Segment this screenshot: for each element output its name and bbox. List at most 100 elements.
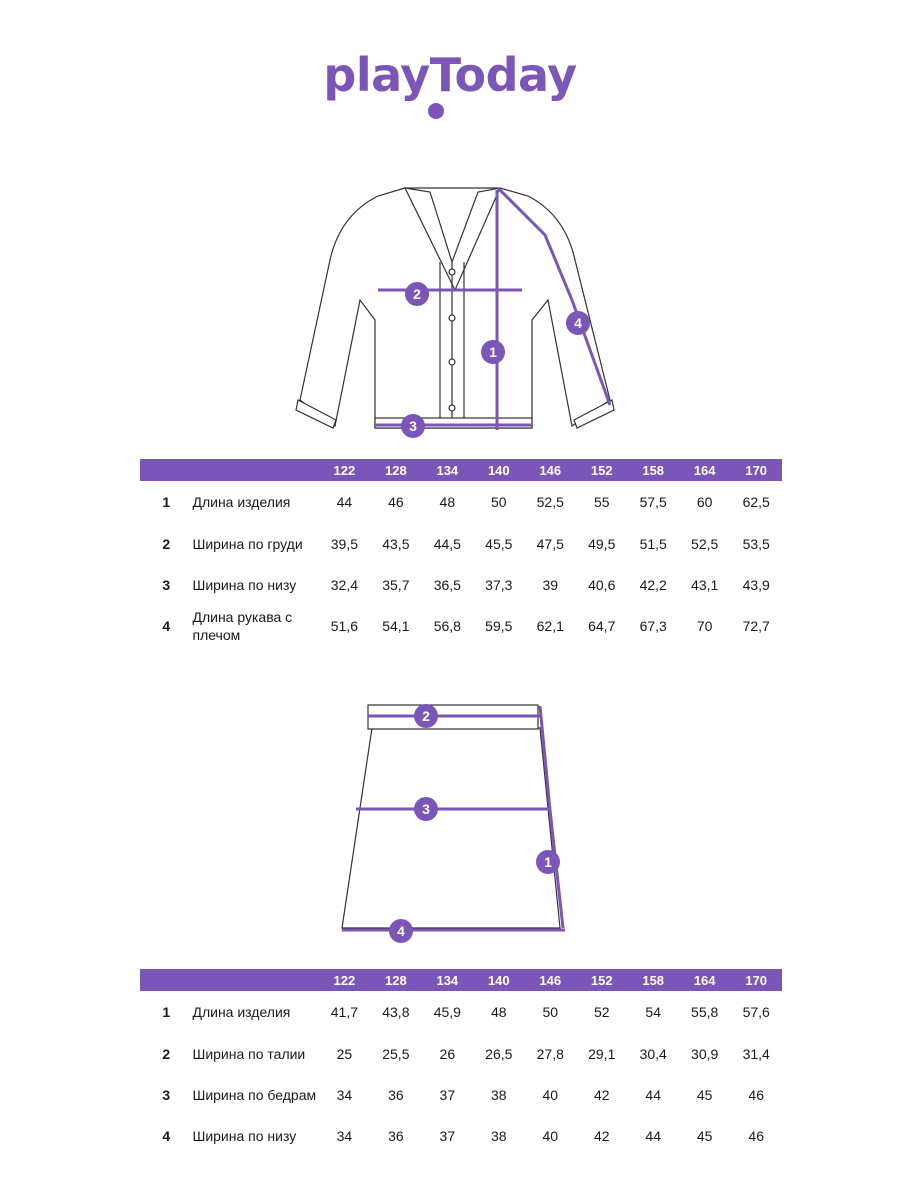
table-row: 1 Длина изделия 41,7 43,8 45,9 48 50 52 … <box>140 991 782 1033</box>
cell: 31,4 <box>742 1045 770 1062</box>
size-header: 146 <box>524 969 576 991</box>
cell: 67,3 <box>639 617 667 634</box>
cell: 39,5 <box>330 535 359 552</box>
brand-logo: playToday <box>323 48 577 102</box>
table-row: 3 Ширина по бедрам 34 36 37 38 40 42 44 … <box>140 1074 782 1115</box>
size-header: 170 <box>730 459 782 481</box>
cell: 54 <box>645 1004 661 1020</box>
cell: 42 <box>593 1127 610 1144</box>
size-header: 164 <box>678 459 731 481</box>
cell: 48 <box>491 1004 507 1020</box>
cell: 40 <box>542 1086 559 1103</box>
cell: 43,8 <box>382 1004 410 1020</box>
cardigan-diagram: 2 1 3 4 <box>295 186 615 438</box>
cell: 39 <box>542 576 559 593</box>
row-label: Длина изделия <box>192 494 291 510</box>
cell: 51,6 <box>330 617 359 634</box>
cell: 38 <box>491 1127 507 1144</box>
marker-1: 1 <box>489 344 497 360</box>
cell: 55 <box>593 494 610 510</box>
cell: 44 <box>645 1086 661 1103</box>
size-header: 152 <box>576 459 628 481</box>
cell: 50 <box>542 1004 559 1020</box>
cell: 57,5 <box>639 494 667 510</box>
cell: 47,5 <box>536 535 564 552</box>
marker-3: 3 <box>409 418 417 434</box>
row-label: Ширина по низу <box>192 1127 297 1144</box>
cell: 32,4 <box>330 576 359 593</box>
cell: 36 <box>388 1086 404 1103</box>
cell: 60 <box>696 494 713 510</box>
cell: 30,9 <box>691 1045 719 1062</box>
table-row: 3 Ширина по низу 32,4 35,7 36,5 37,3 39 … <box>140 564 782 605</box>
cell: 53,5 <box>742 535 770 552</box>
row-number: 3 <box>162 1086 171 1103</box>
cell: 49,5 <box>588 535 616 552</box>
marker-2: 2 <box>422 708 430 724</box>
cell: 45,9 <box>433 1004 461 1020</box>
cell: 62,5 <box>742 494 770 510</box>
row-label: Ширина по бедрам <box>192 1086 317 1103</box>
cell: 44 <box>336 494 353 510</box>
cell: 40,6 <box>588 576 616 593</box>
table-row: 4 Длина рукава с плечом 51,6 54,1 56,8 5… <box>140 605 782 646</box>
marker-3: 3 <box>422 801 430 817</box>
row-number: 3 <box>162 576 171 593</box>
cell: 25,5 <box>382 1045 410 1062</box>
cell: 59,5 <box>485 617 513 634</box>
cell: 25 <box>336 1045 353 1062</box>
cell: 34 <box>336 1127 353 1144</box>
cell: 54,1 <box>382 617 410 634</box>
logo-dot-icon <box>428 103 444 119</box>
size-header: 140 <box>473 969 525 991</box>
cell: 37 <box>439 1127 456 1144</box>
row-label: Длина изделия <box>192 1004 291 1020</box>
row-number: 1 <box>162 494 171 510</box>
cell: 46 <box>748 1086 764 1103</box>
cell: 43,1 <box>691 576 719 593</box>
cell: 38 <box>491 1086 507 1103</box>
marker-2: 2 <box>413 286 421 302</box>
cell: 35,7 <box>382 576 410 593</box>
marker-4: 4 <box>397 923 405 939</box>
row-number: 2 <box>162 535 171 552</box>
size-header: 122 <box>318 459 371 481</box>
size-header: 152 <box>576 969 628 991</box>
row-label: Ширина по низу <box>192 576 297 593</box>
skirt-size-table: 122 128 134 140 146 152 158 164 170 1 Дл… <box>140 969 782 1156</box>
row-label: Ширина по талии <box>192 1045 306 1062</box>
size-header: 128 <box>370 459 422 481</box>
cell: 44 <box>645 1127 661 1144</box>
cell: 42 <box>593 1086 610 1103</box>
cell: 29,1 <box>588 1045 616 1062</box>
cell: 36,5 <box>433 576 461 593</box>
cell: 51,5 <box>639 535 667 552</box>
cardigan-size-table: 122 128 134 140 146 152 158 164 170 1 Дл… <box>140 459 782 646</box>
size-header: 134 <box>421 459 474 481</box>
cell: 44,5 <box>433 535 461 552</box>
cell: 50 <box>491 494 507 510</box>
cell: 52,5 <box>536 494 564 510</box>
cell: 26,5 <box>485 1045 513 1062</box>
size-header: 122 <box>318 969 371 991</box>
size-header: 140 <box>473 459 525 481</box>
cell: 30,4 <box>639 1045 667 1062</box>
size-header: 158 <box>627 969 679 991</box>
row-label: Ширина по груди <box>192 535 303 552</box>
cell: 41,7 <box>330 1004 359 1020</box>
cell: 62,1 <box>536 617 564 634</box>
cell: 64,7 <box>588 617 616 634</box>
row-number: 4 <box>162 617 171 634</box>
marker-1: 1 <box>544 854 552 870</box>
cell: 52 <box>593 1004 610 1020</box>
cell: 52,5 <box>691 535 719 552</box>
table-row: 1 Длина изделия 44 46 48 50 52,5 55 57,5… <box>140 481 782 523</box>
cell: 48 <box>439 494 456 510</box>
cell: 56,8 <box>433 617 461 634</box>
cell: 36 <box>388 1127 404 1144</box>
cell: 46 <box>748 1127 764 1144</box>
size-header: 164 <box>678 969 731 991</box>
cell: 43,5 <box>382 535 410 552</box>
size-header: 128 <box>370 969 422 991</box>
cell: 45 <box>696 1086 713 1103</box>
